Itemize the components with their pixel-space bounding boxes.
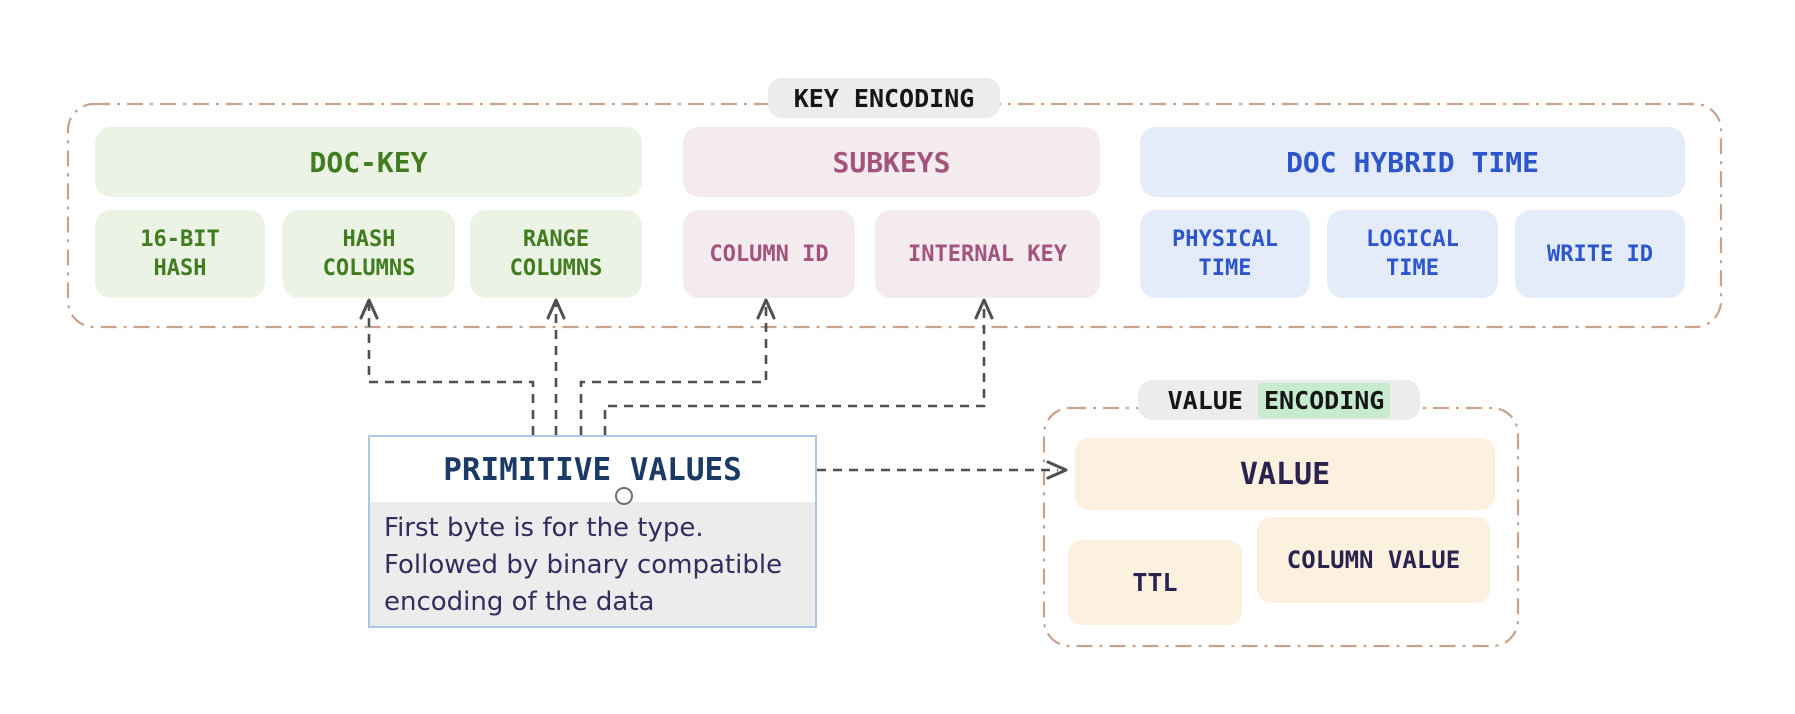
box-value: VALUE xyxy=(1075,438,1495,510)
primitive-values-title: PRIMITIVE VALUES xyxy=(443,451,742,488)
box-range-columns-label: RANGE COLUMNS xyxy=(509,227,603,281)
box-logical-time: LOGICAL TIME xyxy=(1327,210,1498,298)
box-write-id: WRITE ID xyxy=(1515,210,1685,298)
subkeys-title: SUBKEYS xyxy=(832,145,951,179)
box-value-label: VALUE xyxy=(1239,456,1331,492)
doc-key-title: DOC-KEY xyxy=(309,145,428,179)
box-range-columns: RANGE COLUMNS xyxy=(470,210,642,298)
doc-key-header: DOC-KEY xyxy=(95,127,642,197)
box-16-bit-hash: 16-BIT HASH xyxy=(95,210,265,298)
arrowhead-hash-columns-icon xyxy=(359,298,379,320)
value-encoding-label: VALUE ENCODING xyxy=(1138,380,1420,420)
box-ttl: TTL xyxy=(1068,540,1242,625)
box-column-value: COLUMN VALUE xyxy=(1257,517,1490,603)
arrowhead-internal-key-icon xyxy=(974,298,994,320)
box-logical-time-label: LOGICAL TIME xyxy=(1366,227,1459,281)
box-internal-key: INTERNAL KEY xyxy=(875,210,1100,298)
arrowhead-range-columns-icon xyxy=(546,298,566,320)
key-encoding-label: KEY ENCODING xyxy=(768,78,1000,118)
key-encoding-label-text: KEY ENCODING xyxy=(793,83,975,113)
box-ttl-label: TTL xyxy=(1132,568,1178,597)
box-physical-time: PHYSICAL TIME xyxy=(1140,210,1310,298)
box-column-id: COLUMN ID xyxy=(683,210,855,298)
connector-to-hash-columns xyxy=(367,304,535,435)
primitive-values-description: First byte is for the type. Followed by … xyxy=(384,513,783,617)
box-internal-key-label: INTERNAL KEY xyxy=(908,241,1067,267)
value-encoding-label-value: VALUE xyxy=(1167,385,1258,415)
arrowhead-column-id-icon xyxy=(756,298,776,320)
box-hash-columns-label: HASH COLUMNS xyxy=(322,227,416,281)
connector-to-column-id xyxy=(579,304,768,435)
box-hash-columns: HASH COLUMNS xyxy=(283,210,455,298)
subkeys-header: SUBKEYS xyxy=(683,127,1100,197)
doc-hybrid-time-header: DOC HYBRID TIME xyxy=(1140,127,1685,197)
primitive-values-node: PRIMITIVE VALUES First byte is for the t… xyxy=(368,435,817,628)
arrowhead-value-icon xyxy=(1046,460,1068,480)
value-encoding-label-encoding: ENCODING xyxy=(1257,382,1391,418)
connection-port-circle xyxy=(615,487,633,505)
box-physical-time-label: PHYSICAL TIME xyxy=(1172,227,1278,281)
connector-to-internal-key xyxy=(603,304,986,435)
primitive-values-header: PRIMITIVE VALUES xyxy=(370,437,815,502)
box-16-bit-hash-label: 16-BIT HASH xyxy=(140,227,220,281)
box-write-id-label: WRITE ID xyxy=(1547,241,1653,267)
box-column-id-label: COLUMN ID xyxy=(709,241,829,267)
doc-hybrid-time-title: DOC HYBRID TIME xyxy=(1286,145,1539,179)
box-column-value-label: COLUMN VALUE xyxy=(1286,546,1461,574)
